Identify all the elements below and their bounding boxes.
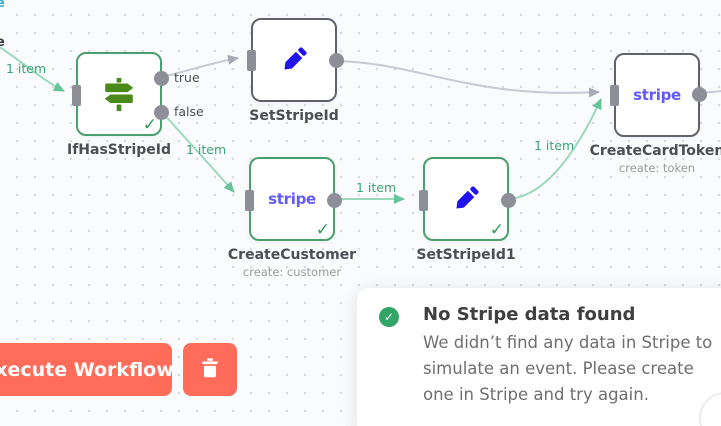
items-count-label: 1 item bbox=[186, 142, 227, 157]
items-count-label: 1 item bbox=[356, 180, 397, 195]
items-count-label: 1 item bbox=[6, 61, 47, 76]
success-check-icon: ✓ bbox=[142, 115, 157, 135]
output-handle-true[interactable] bbox=[154, 71, 169, 86]
execute-workflow-button[interactable]: Execute Workflow bbox=[0, 343, 174, 396]
output-handle-false[interactable] bbox=[154, 105, 169, 120]
node-label: CreateCardToken bbox=[589, 143, 721, 159]
pencil-icon bbox=[425, 159, 507, 239]
toast-title: No Stripe data found bbox=[423, 304, 636, 325]
connection-true-to-setstripeid[interactable] bbox=[161, 54, 239, 78]
signpost-icon bbox=[78, 54, 160, 134]
toast-notification[interactable]: ✓ No Stripe data found We didn’t find an… bbox=[357, 288, 721, 426]
connection-setstripeid-to-createcardtoken[interactable] bbox=[336, 60, 600, 98]
items-count-label: 1 item bbox=[534, 138, 575, 153]
node-label: CreateCustomer bbox=[227, 247, 357, 263]
node-label: IfHasStripeId bbox=[66, 142, 172, 158]
output-handle[interactable] bbox=[327, 193, 342, 208]
output-port-label-true: true bbox=[174, 70, 200, 85]
output-handle[interactable] bbox=[692, 87, 707, 102]
node-subtitle: create: customer bbox=[242, 265, 342, 279]
toast-body: We didn’t find any data in Stripe to sim… bbox=[423, 333, 713, 404]
check-circle-icon: ✓ bbox=[379, 307, 399, 327]
workflow-node-createcustomer[interactable]: stripe ✓ bbox=[245, 157, 342, 241]
success-check-icon: ✓ bbox=[489, 220, 504, 240]
input-handle[interactable] bbox=[419, 190, 428, 211]
clipped-label-fragment: e bbox=[0, 0, 5, 11]
stripe-logo: stripe bbox=[268, 190, 316, 208]
input-handle[interactable] bbox=[245, 190, 254, 211]
output-port-label-false: false bbox=[174, 104, 204, 119]
clipped-label-fragment: e bbox=[0, 35, 5, 50]
node-label: SetStripeId1 bbox=[416, 247, 516, 263]
stripe-logo: stripe bbox=[633, 86, 681, 104]
connection-false-to-createcustomer[interactable] bbox=[161, 111, 235, 193]
workflow-node-ifhasstripeid[interactable]: ✓ bbox=[72, 52, 169, 136]
input-handle[interactable] bbox=[610, 85, 619, 106]
node-subtitle: create: token bbox=[618, 161, 696, 175]
delete-workflow-button[interactable] bbox=[183, 343, 237, 396]
input-handle[interactable] bbox=[72, 85, 81, 106]
pencil-icon bbox=[253, 20, 335, 100]
workflow-node-createcardtoken[interactable]: stripe bbox=[610, 53, 707, 137]
connection-incoming-ifhasstripeid[interactable] bbox=[0, 46, 65, 92]
connection-setstripeid1-to-createcardtoken[interactable] bbox=[508, 98, 602, 200]
node-label: SetStripeId bbox=[249, 108, 339, 124]
workflow-node-setstripeid1[interactable]: ✓ bbox=[419, 157, 516, 241]
success-check-icon: ✓ bbox=[315, 220, 330, 240]
input-handle[interactable] bbox=[247, 50, 256, 71]
trash-icon bbox=[198, 356, 222, 383]
output-handle[interactable] bbox=[329, 53, 344, 68]
workflow-node-setstripeid[interactable] bbox=[247, 18, 344, 102]
output-handle[interactable] bbox=[501, 193, 516, 208]
